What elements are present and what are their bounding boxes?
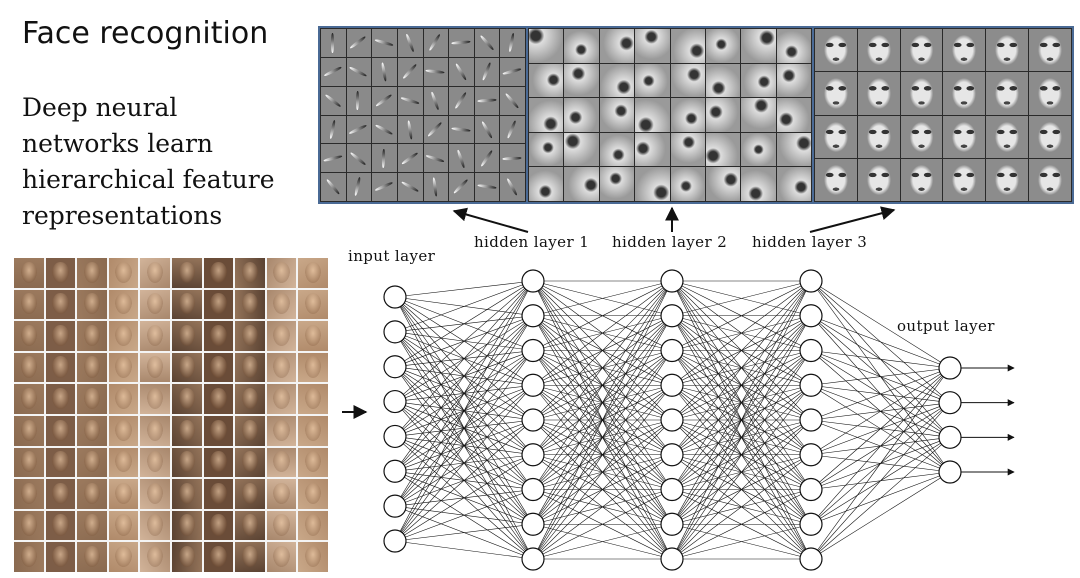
connection-edge [395, 281, 533, 506]
hidden-1-node [522, 270, 544, 292]
input-node [384, 425, 406, 447]
hidden-1-node [522, 305, 544, 327]
connection-edge [395, 490, 533, 542]
connection-edge [395, 524, 533, 541]
connection-edge [811, 368, 950, 559]
hidden-3-node [800, 513, 822, 535]
input-node [384, 321, 406, 343]
output-node [939, 392, 961, 414]
hidden-3-node [800, 479, 822, 501]
hidden-2-node [661, 374, 683, 396]
input-node [384, 495, 406, 517]
connection-edge [395, 420, 533, 541]
hidden-1-node [522, 340, 544, 362]
connection-edge [811, 368, 950, 490]
output-node [939, 461, 961, 483]
connection-edge [811, 368, 950, 385]
connection-edge [395, 281, 533, 297]
hidden-1-node [522, 374, 544, 396]
hidden-3-node [800, 270, 822, 292]
connection-edge [395, 541, 533, 559]
connection-edge [395, 281, 533, 367]
connection-edge [395, 281, 533, 471]
input-layer-label: input layer [348, 247, 435, 265]
hidden-3-node [800, 305, 822, 327]
network-nodes [384, 270, 961, 570]
hidden-3-node [800, 444, 822, 466]
hidden-1-node [522, 444, 544, 466]
connection-edge [395, 281, 533, 436]
connection-edge [811, 403, 950, 559]
connection-edge [811, 368, 950, 420]
hidden-1-node [522, 548, 544, 570]
connection-edge [811, 368, 950, 524]
input-node [384, 356, 406, 378]
hidden-layer-1-arrow [454, 211, 528, 232]
connection-edge [395, 385, 533, 541]
hidden-2-node [661, 444, 683, 466]
connection-edge [395, 316, 533, 541]
hidden-2-node [661, 548, 683, 570]
input-node [384, 460, 406, 482]
hidden-3-node [800, 409, 822, 431]
connection-edge [811, 437, 950, 559]
hidden-2-node [661, 479, 683, 501]
hidden-2-node [661, 305, 683, 327]
hidden-2-node [661, 513, 683, 535]
connection-edge [811, 472, 950, 559]
hidden-layer-3-label: hidden layer 3 [752, 233, 867, 251]
connection-edge [395, 455, 533, 541]
hidden-1-node [522, 479, 544, 501]
connection-edge [395, 281, 533, 541]
input-node [384, 391, 406, 413]
hidden-layer-2-label: hidden layer 2 [612, 233, 727, 251]
output-node [939, 357, 961, 379]
hidden-layer-3-arrow [810, 210, 894, 232]
hidden-2-node [661, 270, 683, 292]
hidden-3-node [800, 340, 822, 362]
hidden-1-node [522, 409, 544, 431]
connection-edge [811, 368, 950, 455]
connection-edge [811, 351, 950, 369]
hidden-1-node [522, 513, 544, 535]
hidden-3-node [800, 374, 822, 396]
output-layer-label: output layer [897, 317, 995, 335]
connection-edge [395, 351, 533, 542]
connection-edge [395, 281, 533, 332]
input-node [384, 530, 406, 552]
hidden-2-node [661, 409, 683, 431]
hidden-layer-1-label: hidden layer 1 [474, 233, 589, 251]
hidden-2-node [661, 340, 683, 362]
hidden-3-node [800, 548, 822, 570]
connection-edge [395, 281, 533, 402]
output-node [939, 426, 961, 448]
input-node [384, 286, 406, 308]
